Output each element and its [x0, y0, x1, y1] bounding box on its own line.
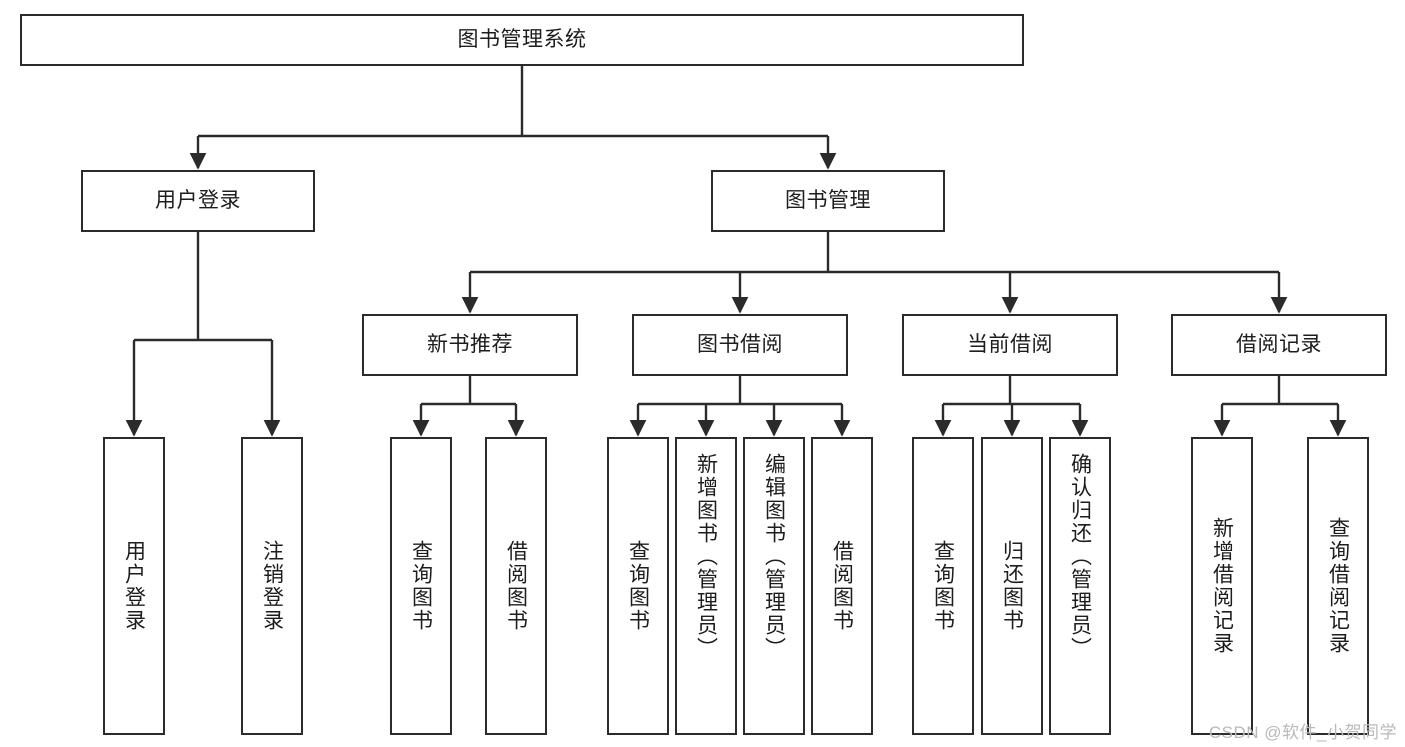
node-leaf-query-book-2-label: 查询图书 [626, 540, 650, 632]
node-leaf-query-book-3[interactable]: 查询图书 [912, 437, 974, 735]
node-leaf-borrow-book-1[interactable]: 借阅图书 [485, 437, 547, 735]
node-leaf-borrow-book-1-label: 借阅图书 [504, 540, 528, 632]
node-root-label: 图书管理系统 [457, 27, 587, 51]
node-current-borrow[interactable]: 当前借阅 [902, 314, 1118, 376]
node-leaf-confirm-return[interactable]: 确认归还（管理员） [1049, 437, 1111, 735]
node-leaf-borrow-book-2[interactable]: 借阅图书 [811, 437, 873, 735]
node-new-book-recommend[interactable]: 新书推荐 [362, 314, 578, 376]
node-user-login-label: 用户登录 [155, 188, 241, 212]
node-new-book-recommend-label: 新书推荐 [427, 332, 513, 356]
node-leaf-query-book-1[interactable]: 查询图书 [390, 437, 452, 735]
node-borrow-record[interactable]: 借阅记录 [1171, 314, 1387, 376]
node-book-manage[interactable]: 图书管理 [711, 170, 945, 232]
node-user-login[interactable]: 用户登录 [81, 170, 315, 232]
node-leaf-user-login[interactable]: 用户登录 [103, 437, 165, 735]
node-current-borrow-label: 当前借阅 [967, 332, 1053, 356]
node-leaf-query-book-1-label: 查询图书 [409, 540, 433, 632]
node-leaf-user-logout-label: 注销登录 [260, 540, 284, 632]
node-leaf-borrow-book-2-label: 借阅图书 [830, 540, 854, 632]
node-leaf-edit-book-label: 编辑图书（管理员） [762, 453, 786, 660]
node-leaf-query-book-3-label: 查询图书 [931, 540, 955, 632]
node-book-borrow-label: 图书借阅 [697, 332, 783, 356]
node-leaf-add-book[interactable]: 新增图书（管理员） [675, 437, 737, 735]
node-leaf-add-record[interactable]: 新增借阅记录 [1191, 437, 1253, 735]
node-leaf-add-record-label: 新增借阅记录 [1210, 517, 1234, 655]
node-leaf-query-record-label: 查询借阅记录 [1326, 517, 1350, 655]
node-borrow-record-label: 借阅记录 [1236, 332, 1322, 356]
node-leaf-edit-book[interactable]: 编辑图书（管理员） [743, 437, 805, 735]
node-leaf-user-logout[interactable]: 注销登录 [241, 437, 303, 735]
node-leaf-query-record[interactable]: 查询借阅记录 [1307, 437, 1369, 735]
node-leaf-query-book-2[interactable]: 查询图书 [607, 437, 669, 735]
node-book-manage-label: 图书管理 [785, 188, 871, 212]
node-book-borrow[interactable]: 图书借阅 [632, 314, 848, 376]
node-leaf-return-book-label: 归还图书 [1000, 540, 1024, 632]
csdn-watermark: CSDN @软件_小贺同学 [1208, 723, 1397, 742]
node-leaf-return-book[interactable]: 归还图书 [981, 437, 1043, 735]
node-leaf-add-book-label: 新增图书（管理员） [694, 453, 718, 660]
node-root[interactable]: 图书管理系统 [20, 14, 1024, 66]
node-leaf-user-login-label: 用户登录 [122, 540, 146, 632]
node-leaf-confirm-return-label: 确认归还（管理员） [1068, 453, 1092, 660]
